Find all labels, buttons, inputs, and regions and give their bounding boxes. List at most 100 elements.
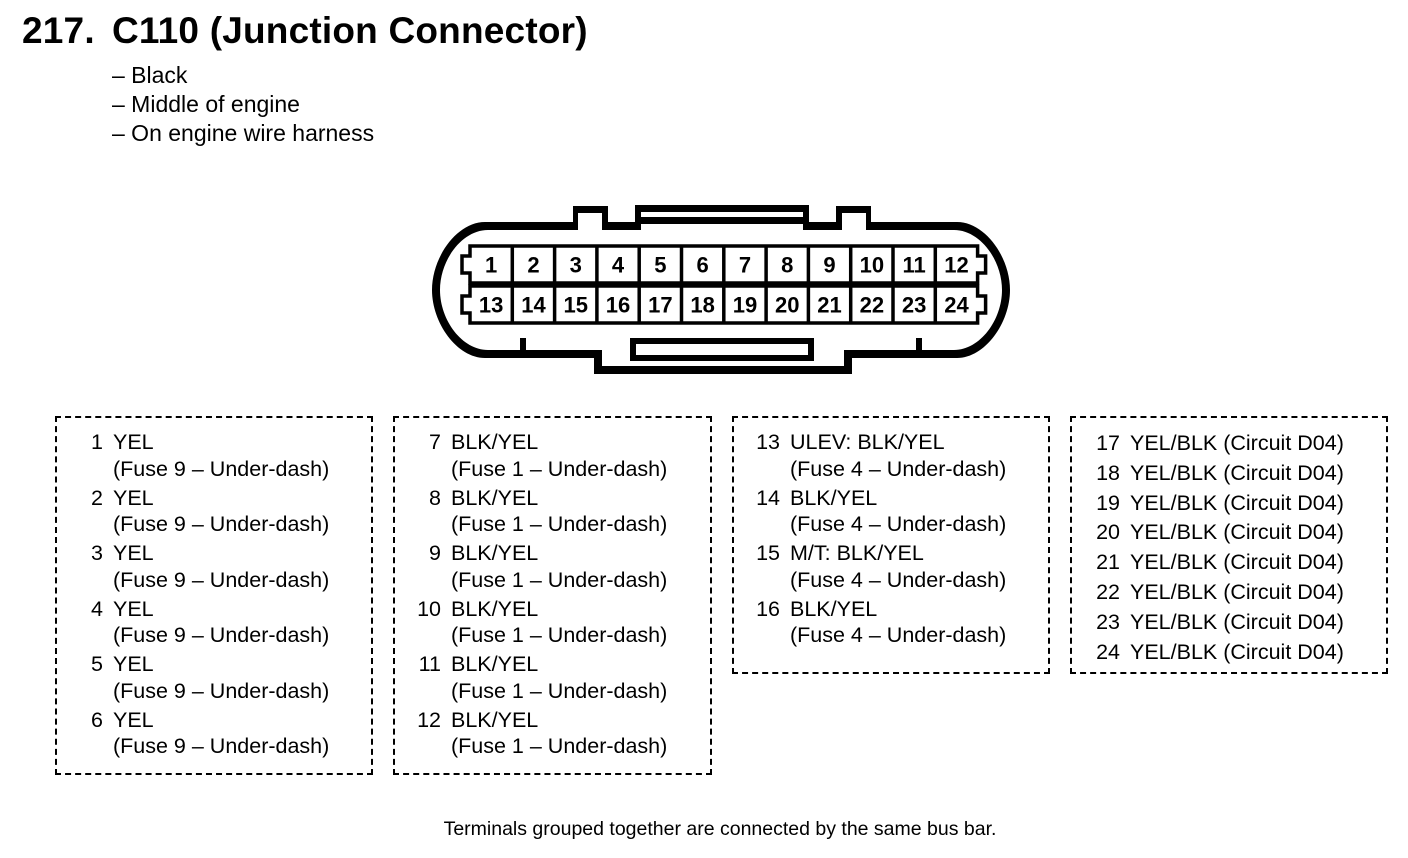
connector-description: – Black – Middle of engine – On engine w… (112, 61, 374, 148)
terminal-number: 18 (1096, 460, 1120, 485)
wire-color: YEL (113, 541, 154, 565)
wire-color: YEL (113, 430, 154, 454)
fuse-source: (Fuse 1 – Under-dash) (451, 567, 668, 592)
terminal-number: 20 (1096, 520, 1120, 545)
wire-color: YEL (113, 652, 154, 676)
terminal-entry: 21 YEL/BLK (Circuit D04) (1072, 548, 1386, 578)
pin-number: 24 (944, 293, 969, 318)
wire-color: BLK/YEL (451, 652, 539, 676)
pin-number: 19 (733, 293, 757, 318)
wire-color: M/T: BLK/YEL (790, 541, 924, 565)
fuse-source: (Fuse 1 – Under-dash) (451, 623, 668, 647)
wire-color: YEL/BLK (Circuit D04) (1130, 550, 1344, 575)
wire-color: ULEV: BLK/YEL (790, 430, 945, 454)
pin-number: 5 (654, 253, 666, 278)
pin-number: 3 (570, 253, 582, 278)
wire-color: YEL/BLK (Circuit D04) (1130, 609, 1344, 634)
fuse-source: (Fuse 4 – Under-dash) (790, 456, 1007, 481)
terminal-number: 6 (91, 707, 103, 732)
fuse-source: (Fuse 9 – Under-dash) (113, 456, 330, 481)
connector-housing (432, 205, 1010, 374)
terminal-number: 15 (756, 541, 780, 565)
terminal-number: 12 (417, 707, 441, 732)
terminal-entry: 7 BLK/YEL(Fuse 1 – Under-dash) (395, 429, 710, 485)
terminal-number: 7 (429, 430, 441, 454)
fuse-source: (Fuse 9 – Under-dash) (113, 678, 330, 703)
terminal-entry: 15 M/T: BLK/YEL(Fuse 4 – Under-dash) (734, 540, 1048, 596)
wire-color: YEL (113, 485, 154, 510)
pin-number: 10 (860, 253, 884, 278)
terminal-number: 14 (756, 485, 780, 510)
pin-number: 7 (739, 253, 751, 278)
terminal-number: 22 (1096, 579, 1120, 604)
wire-color: BLK/YEL (451, 707, 539, 732)
pin-number: 21 (817, 293, 841, 318)
terminal-number: 2 (91, 485, 103, 510)
pin-number: 9 (823, 253, 835, 278)
terminal-number: 4 (91, 596, 103, 621)
fuse-source: (Fuse 1 – Under-dash) (451, 456, 668, 481)
fuse-source: (Fuse 1 – Under-dash) (451, 678, 668, 703)
wire-color: BLK/YEL (451, 485, 539, 510)
wire-color: YEL/BLK (Circuit D04) (1130, 639, 1344, 664)
fuse-source: (Fuse 9 – Under-dash) (113, 512, 330, 536)
pin-number: 17 (648, 293, 672, 318)
fuse-source: (Fuse 4 – Under-dash) (790, 512, 1007, 536)
terminal-entry: 11 BLK/YEL(Fuse 1 – Under-dash) (395, 651, 710, 707)
terminal-number: 23 (1096, 609, 1120, 634)
pin-number: 16 (606, 293, 630, 318)
terminal-number: 16 (756, 596, 780, 621)
housing-bottom-key (630, 338, 814, 361)
fuse-source: (Fuse 9 – Under-dash) (113, 567, 330, 592)
title-text: C110 (Junction Connector) (112, 10, 588, 51)
terminal-number: 21 (1096, 550, 1120, 575)
fuse-source: (Fuse 9 – Under-dash) (113, 623, 330, 647)
fuse-source: (Fuse 4 – Under-dash) (790, 567, 1007, 592)
pin-number: 14 (521, 293, 546, 318)
pin-number: 11 (903, 253, 926, 278)
pin-number: 2 (527, 253, 539, 278)
terminal-entry: 23 YEL/BLK (Circuit D04) (1072, 608, 1386, 638)
wire-color: BLK/YEL (451, 541, 539, 565)
bus-bar-note: Terminals grouped together are connected… (443, 818, 997, 840)
pin-number: 1 (485, 253, 497, 278)
pin-row-frame (460, 244, 988, 285)
terminal-number: 1 (91, 430, 103, 454)
pin-number: 8 (781, 253, 793, 278)
terminal-number: 11 (418, 652, 441, 676)
pin-number: 15 (564, 293, 588, 318)
pin-number: 6 (697, 253, 709, 278)
description-location: – Middle of engine (112, 91, 300, 117)
fuse-source: (Fuse 4 – Under-dash) (790, 623, 1007, 647)
fuse-source: (Fuse 9 – Under-dash) (113, 734, 330, 758)
pin-number: 20 (775, 293, 799, 318)
terminal-entry: 2 YEL(Fuse 9 – Under-dash) (57, 485, 371, 541)
pin-number: 23 (902, 293, 926, 318)
wire-color: BLK/YEL (451, 430, 539, 454)
terminal-number: 9 (429, 541, 441, 565)
housing-outline (432, 205, 1010, 374)
description-harness: – On engine wire harness (112, 120, 375, 146)
terminal-entry: 22 YEL/BLK (Circuit D04) (1072, 578, 1386, 608)
wire-color: YEL/BLK (Circuit D04) (1130, 579, 1344, 604)
pin-number: 22 (860, 293, 884, 318)
wire-color: BLK/YEL (451, 596, 539, 621)
